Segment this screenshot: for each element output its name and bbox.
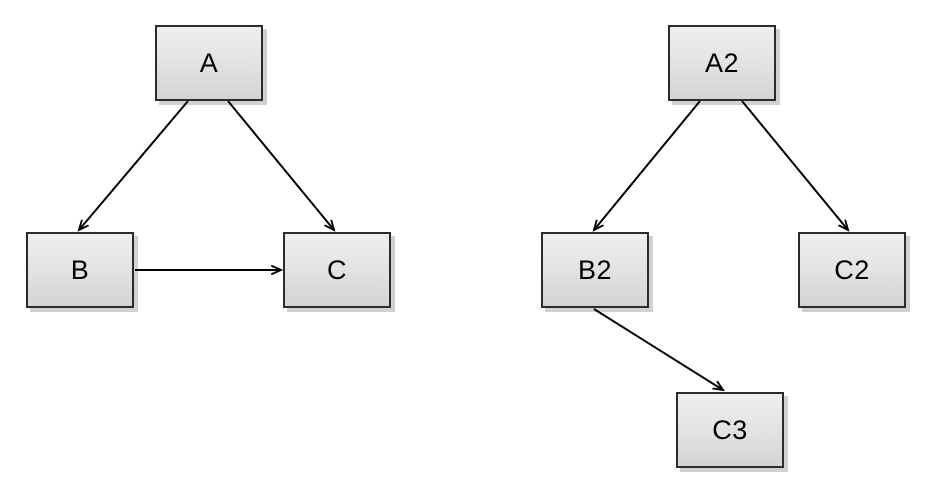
node-label: A (199, 47, 219, 78)
node-a2[interactable]: A2 (668, 25, 776, 101)
node-label: B2 (577, 254, 613, 285)
node-c3[interactable]: C3 (676, 392, 784, 468)
node-label: A2 (704, 47, 740, 78)
node-label: C2 (834, 254, 870, 285)
node-c2[interactable]: C2 (798, 232, 906, 308)
node-label: C3 (712, 414, 748, 445)
edge-b2-to-c3 (593, 308, 725, 392)
node-b[interactable]: B (26, 232, 134, 308)
edge-group (77, 100, 850, 392)
edge-a-to-c (227, 100, 336, 232)
node-label: B (70, 254, 90, 285)
node-c[interactable]: C (283, 232, 391, 308)
node-a[interactable]: A (155, 25, 263, 101)
edge-a2-to-b2 (592, 100, 701, 232)
edge-a-to-b (77, 100, 189, 232)
node-label: C (327, 254, 347, 285)
edge-a2-to-c2 (741, 100, 850, 232)
node-b2[interactable]: B2 (541, 232, 649, 308)
